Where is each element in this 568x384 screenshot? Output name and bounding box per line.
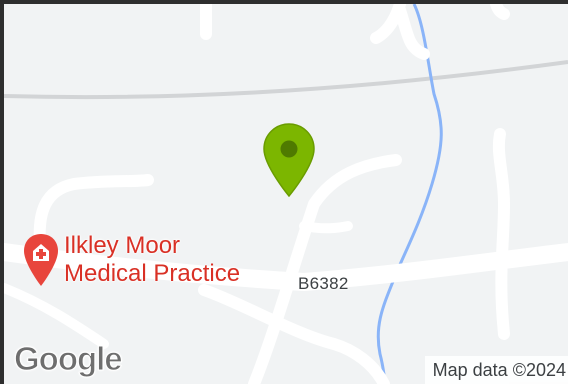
poi-label: Ilkley Moor Medical Practice [64,232,240,288]
map-roads [4,4,568,384]
map-pin-icon [263,123,315,198]
poi-name-line2: Medical Practice [64,260,241,287]
map-canvas[interactable]: Ilkley Moor Medical Practice B6382 Googl… [4,4,568,384]
map-attribution[interactable]: Map data ©2024 [424,356,568,384]
road-label: B6382 [298,274,349,293]
map-marker[interactable] [262,122,316,198]
google-logo: Google [14,340,124,378]
poi-name-line1: Ilkley Moor [64,232,181,259]
poi-medical-practice[interactable]: Ilkley Moor Medical Practice [22,232,322,294]
hospital-icon [24,234,58,286]
